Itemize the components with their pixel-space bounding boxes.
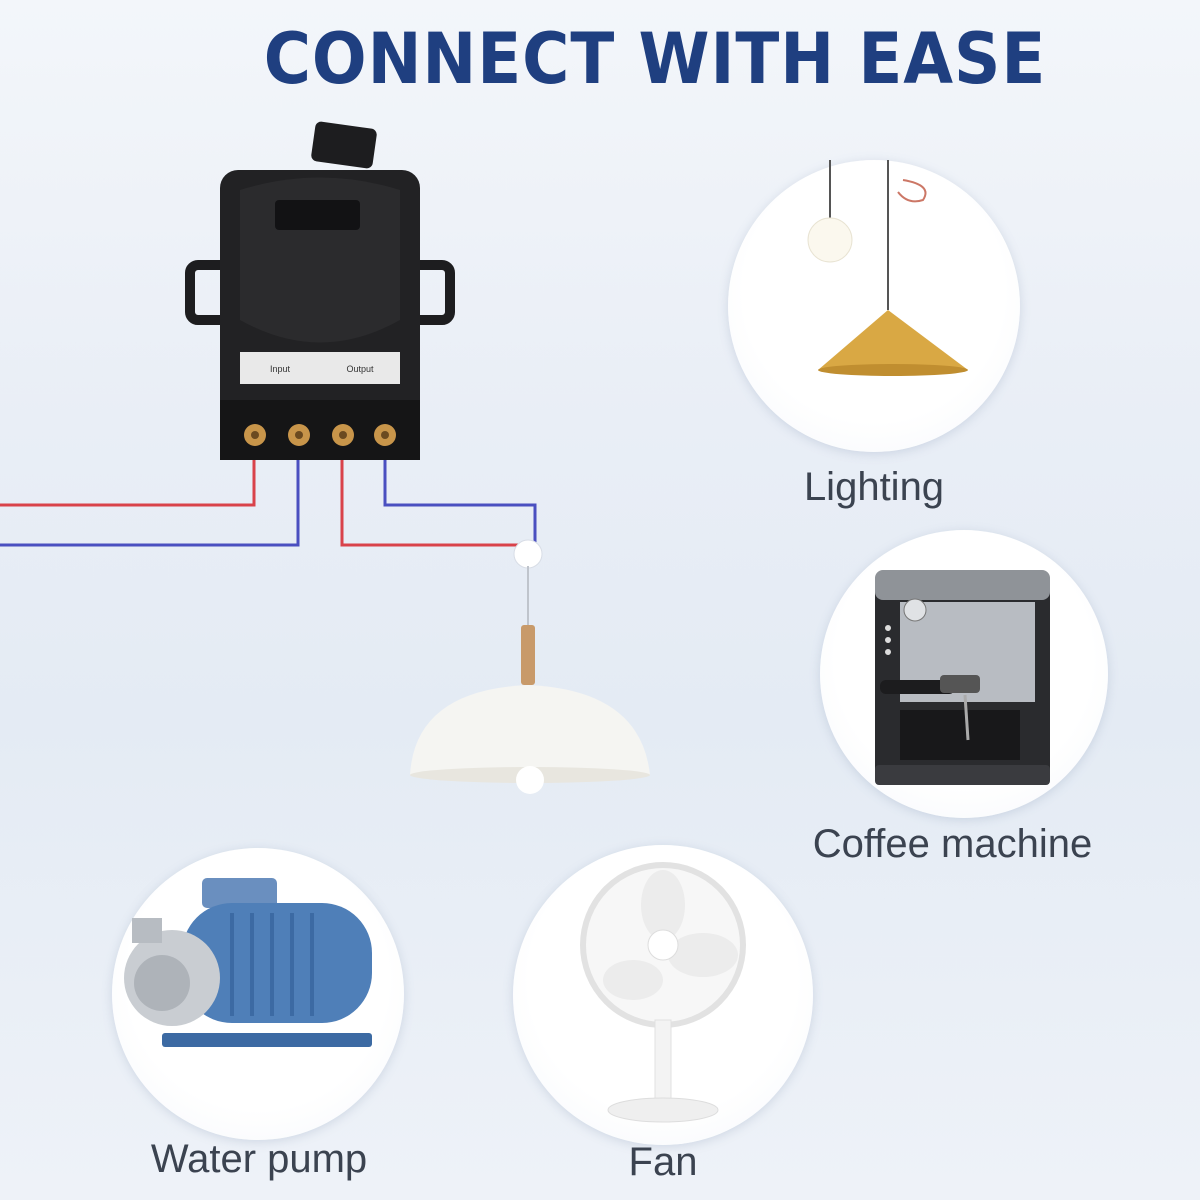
caption-water-pump: Water pump	[150, 1137, 368, 1181]
pendant-lamp-icon	[807, 160, 968, 376]
neutral-wire-output	[383, 445, 537, 555]
desk-fan-icon	[580, 862, 746, 1123]
water-pump-icon	[124, 878, 372, 1047]
caption-fan: Fan	[628, 1140, 698, 1184]
pendant-lamp-wired-icon	[410, 539, 650, 794]
lighting-circle	[728, 160, 1020, 452]
caption-lighting: Lighting	[803, 465, 945, 509]
live-wire-input	[0, 440, 256, 507]
neutral-wire-input	[0, 445, 300, 547]
relay-module-icon: Input Output	[185, 121, 455, 460]
relay-output-label: Output	[346, 364, 374, 374]
relay-input-label: Input	[270, 364, 291, 374]
coffee-machine-icon	[875, 570, 1050, 785]
headline: CONNECT WITH EASE	[263, 18, 1047, 100]
caption-coffee-machine: Coffee machine	[812, 822, 1093, 866]
